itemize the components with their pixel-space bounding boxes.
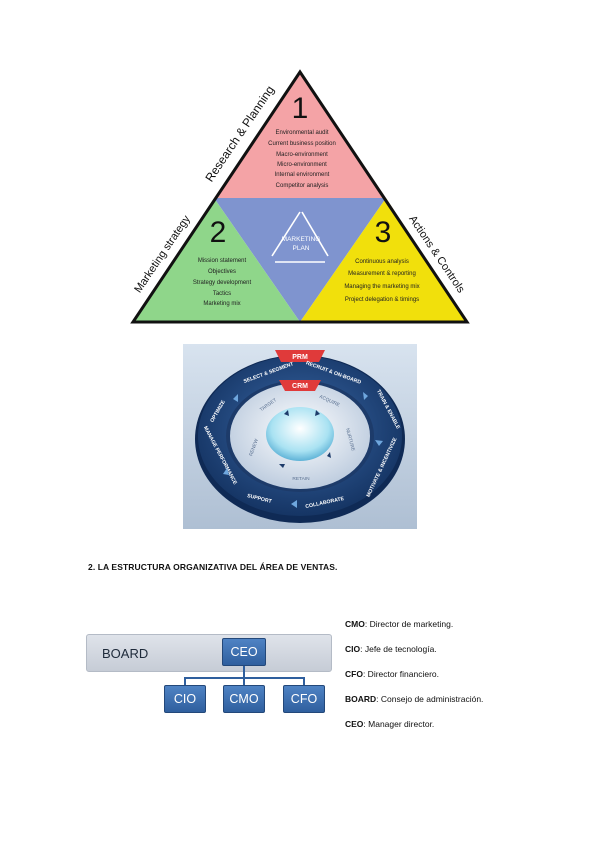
inner-ring-label: NURTURE [344,428,356,452]
connector-vertical [243,666,245,678]
center-label-line1: MARKETING [282,236,321,243]
prm-tag-label: PRM [292,354,308,361]
cfo-box: CFO [283,685,325,713]
section3-number: 3 [375,216,392,249]
core-circle [266,407,334,461]
glossary-item: CIO: Jefe de tecnología. [345,637,483,662]
glossary-item: BOARD: Consejo de administración. [345,687,483,712]
connector-cmo [243,677,245,685]
glossary-term: CFO [345,669,363,679]
section3-item: Continuous analysis [355,259,409,265]
prm-crm-cycle-diagram: PRM CRM SELECT & SEGMENT RECRUIT & ON-BO… [183,344,417,529]
org-chart: BOARD CEO CIO CMO CFO [86,630,336,720]
section1-item: Competitor analysis [276,183,329,189]
section1-item: Macro-environment [276,152,328,158]
glossary-term: CMO [345,619,365,629]
section2-item: Strategy development [193,280,252,286]
cmo-box: CMO [223,685,265,713]
glossary-definition: : Director de marketing. [364,619,454,629]
glossary-definition: : Consejo de administración. [376,694,484,704]
glossary-term: CIO [345,644,361,654]
inner-ring-label: RETAIN [292,476,310,482]
triangle-center-section [214,198,386,322]
glossary-definition: : Jefe de tecnología. [360,644,437,654]
section3-items: Continuous analysis Measurement & report… [344,259,419,303]
triangle-actions-section [300,198,467,322]
section2-item: Marketing mix [203,301,240,307]
prm-tag [275,350,325,362]
marketing-plan-cycle-icon [271,211,329,263]
section1-item: Micro-environment [277,162,327,168]
section1-items: Environmental audit Current business pos… [268,130,336,189]
triangle-strategy-section [133,198,300,322]
section1-item: Internal environment [275,172,330,178]
crm-tag [279,380,321,391]
section3-item: Managing the marketing mix [344,284,419,290]
glossary-item: CEO: Manager director. [345,712,483,737]
section3-item: Project delegation & timings [345,297,419,303]
connector-cio [184,677,186,685]
glossary: CMO: Director de marketing. CIO: Jefe de… [345,612,483,737]
glossary-definition: : Manager director. [363,719,435,729]
section2-item: Tactics [213,291,231,297]
section3-item: Measurement & reporting [348,271,416,277]
crm-tag-label: CRM [292,383,308,390]
glossary-term: BOARD [345,694,377,704]
board-bar [86,634,332,672]
section2-items: Mission statement Objectives Strategy de… [193,258,252,307]
section1-item: Environmental audit [275,130,328,136]
glossary-term: CEO [345,719,364,729]
ceo-box: CEO [222,638,266,666]
section2-number: 2 [210,216,227,249]
cycle-arrow-icons [223,392,383,508]
inner-arrow-icons [279,410,331,468]
center-label-line2: PLAN [293,245,310,252]
triangle-outline [130,69,470,324]
triangle-research-section [214,72,386,198]
cio-box: CIO [164,685,206,713]
glossary-definition: : Director financiero. [362,669,440,679]
marketing-plan-triangle: MARKETING PLAN 1 2 3 Environmental audit… [130,69,470,324]
glossary-item: CFO: Director financiero. [345,662,483,687]
section-heading: 2. LA ESTRUCTURA ORGANIZATIVA DEL ÁREA D… [88,562,338,572]
section1-number: 1 [292,92,309,125]
connector-cfo [303,677,305,685]
board-label: BOARD [102,646,149,661]
section2-item: Mission statement [198,258,247,264]
glossary-item: CMO: Director de marketing. [345,612,483,637]
section2-item: Objectives [208,269,236,275]
inner-ring-label: RENEW [248,438,260,457]
section1-item: Current business position [268,141,336,147]
